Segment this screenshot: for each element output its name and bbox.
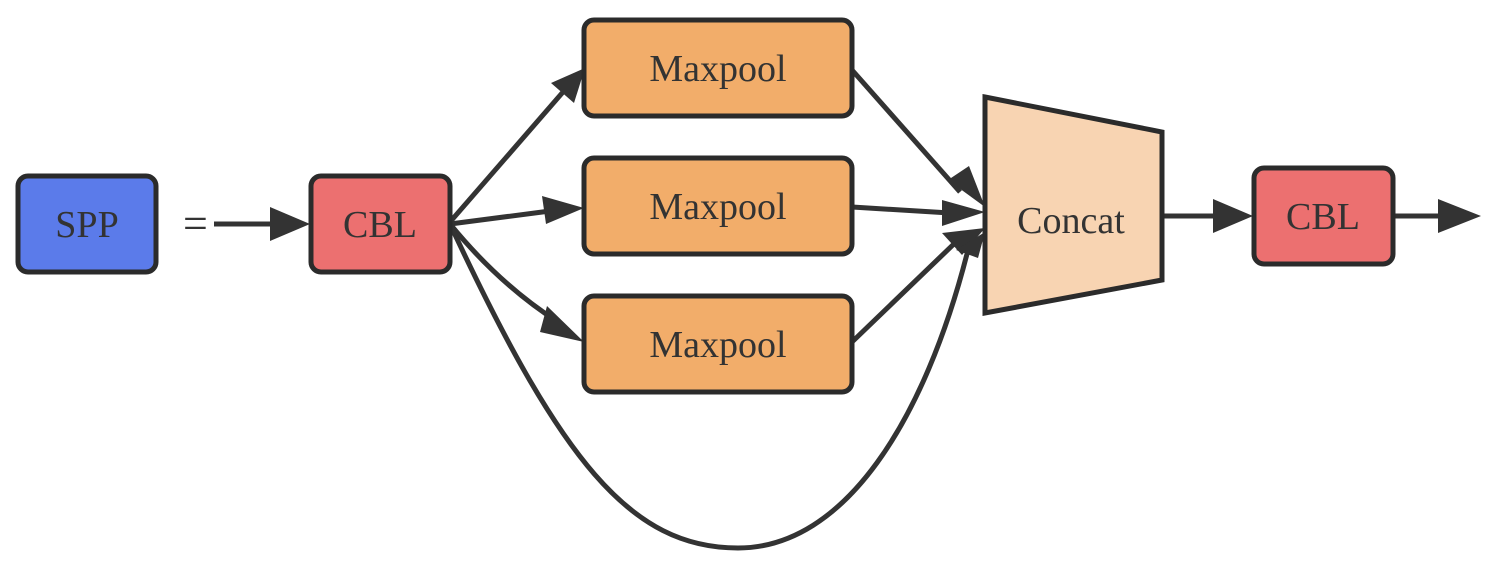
arrowhead-output <box>1438 199 1481 233</box>
node-spp: SPP <box>15 173 159 275</box>
arrowhead-maxpool-3 <box>540 306 584 342</box>
node-cbl-in-box <box>308 173 453 275</box>
node-spp-box <box>15 173 159 275</box>
node-maxpool-3-label: Maxpool <box>649 324 786 366</box>
edge-cbl-in-to-maxpool-1 <box>448 90 565 224</box>
arrowhead-cbl-in <box>270 207 310 241</box>
node-maxpool-3: Maxpool <box>581 293 855 395</box>
arrowhead-maxpool-1 <box>551 68 585 103</box>
edge-maxpool-2-to-concat <box>851 204 951 216</box>
node-cbl-out-label: CBL <box>1286 196 1360 238</box>
arrowhead-concat-c <box>942 228 985 255</box>
edge-maxpool-3-to-concat <box>850 238 960 344</box>
arrowhead-concat-d <box>956 232 985 258</box>
arrowhead-cbl-out <box>1213 199 1253 233</box>
arrowhead-maxpool-2 <box>542 196 584 224</box>
edge-cbl-in-to-maxpool-2 <box>449 208 551 227</box>
edges <box>214 68 1481 551</box>
node-concat: Concat <box>982 93 1165 317</box>
node-cbl-out-box <box>1251 165 1396 267</box>
node-concat-shape <box>982 93 1165 317</box>
arrowhead-concat-a <box>948 166 985 207</box>
edge-cbl-in-to-concat <box>447 222 971 551</box>
edge-cbl-in-to-maxpool-3 <box>448 222 560 325</box>
node-maxpool-1-label: Maxpool <box>649 48 786 90</box>
node-maxpool-2-label: Maxpool <box>649 186 786 228</box>
arrowhead-concat-b <box>942 200 985 226</box>
node-concat-label: Concat <box>1017 200 1125 242</box>
edge-maxpool-1-to-concat <box>850 68 962 194</box>
node-cbl-in-label: CBL <box>343 204 417 246</box>
node-maxpool-1: Maxpool <box>581 17 855 119</box>
node-maxpool-2-box <box>581 155 855 257</box>
node-maxpool-2: Maxpool <box>581 155 855 257</box>
node-spp-label: SPP <box>55 204 118 246</box>
node-cbl-in: CBL <box>308 173 453 275</box>
node-maxpool-1-box <box>581 17 855 119</box>
equals-sign: = <box>183 199 208 248</box>
node-cbl-out: CBL <box>1251 165 1396 267</box>
node-maxpool-3-box <box>581 293 855 395</box>
